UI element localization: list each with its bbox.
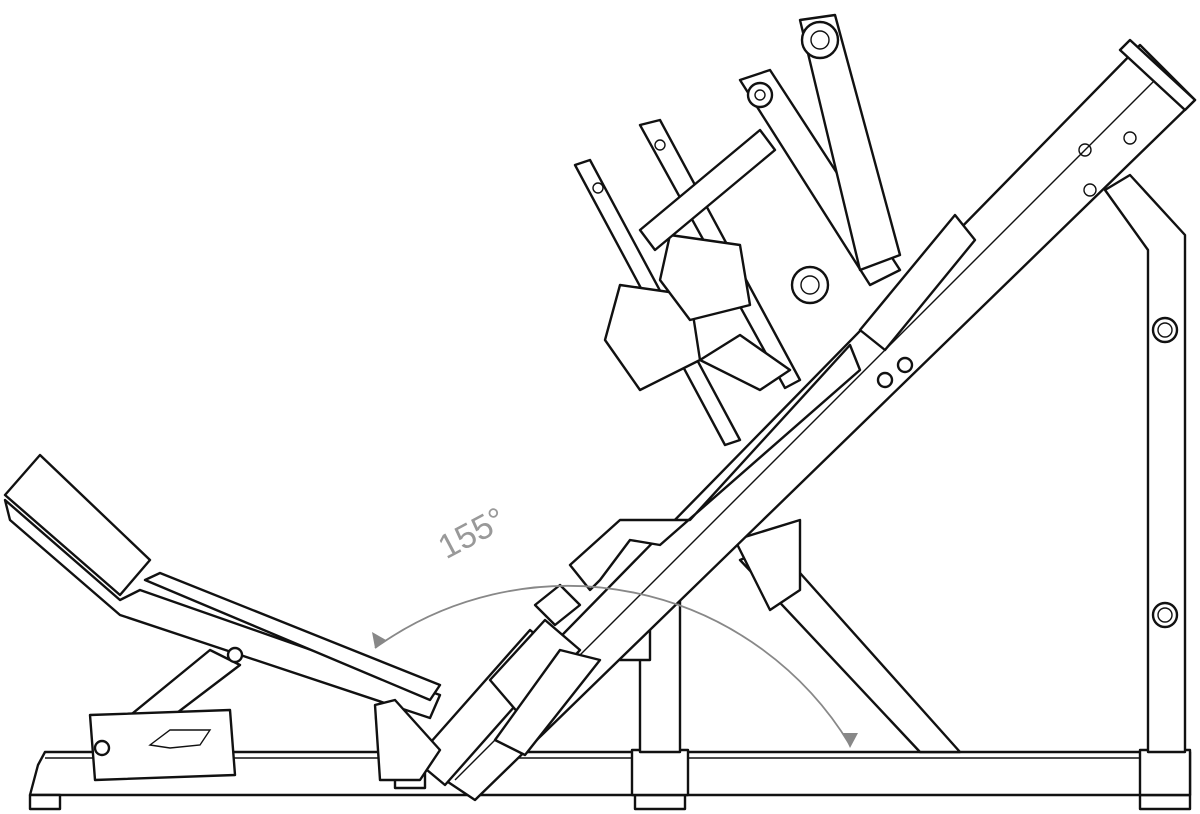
seat-adjuster <box>413 583 602 787</box>
angle-label: 155° <box>432 500 512 567</box>
arrowhead-left-icon <box>372 632 386 648</box>
seat <box>3 453 442 782</box>
backrest-pad <box>3 453 152 597</box>
base-bracket-middle <box>630 748 690 797</box>
base-bracket-right <box>1138 748 1192 797</box>
arrowhead-right-icon <box>843 733 858 748</box>
seat-pad <box>143 571 442 702</box>
sled-carriage <box>568 13 902 592</box>
main-rail <box>428 38 1197 802</box>
rear-upright <box>1103 173 1187 754</box>
